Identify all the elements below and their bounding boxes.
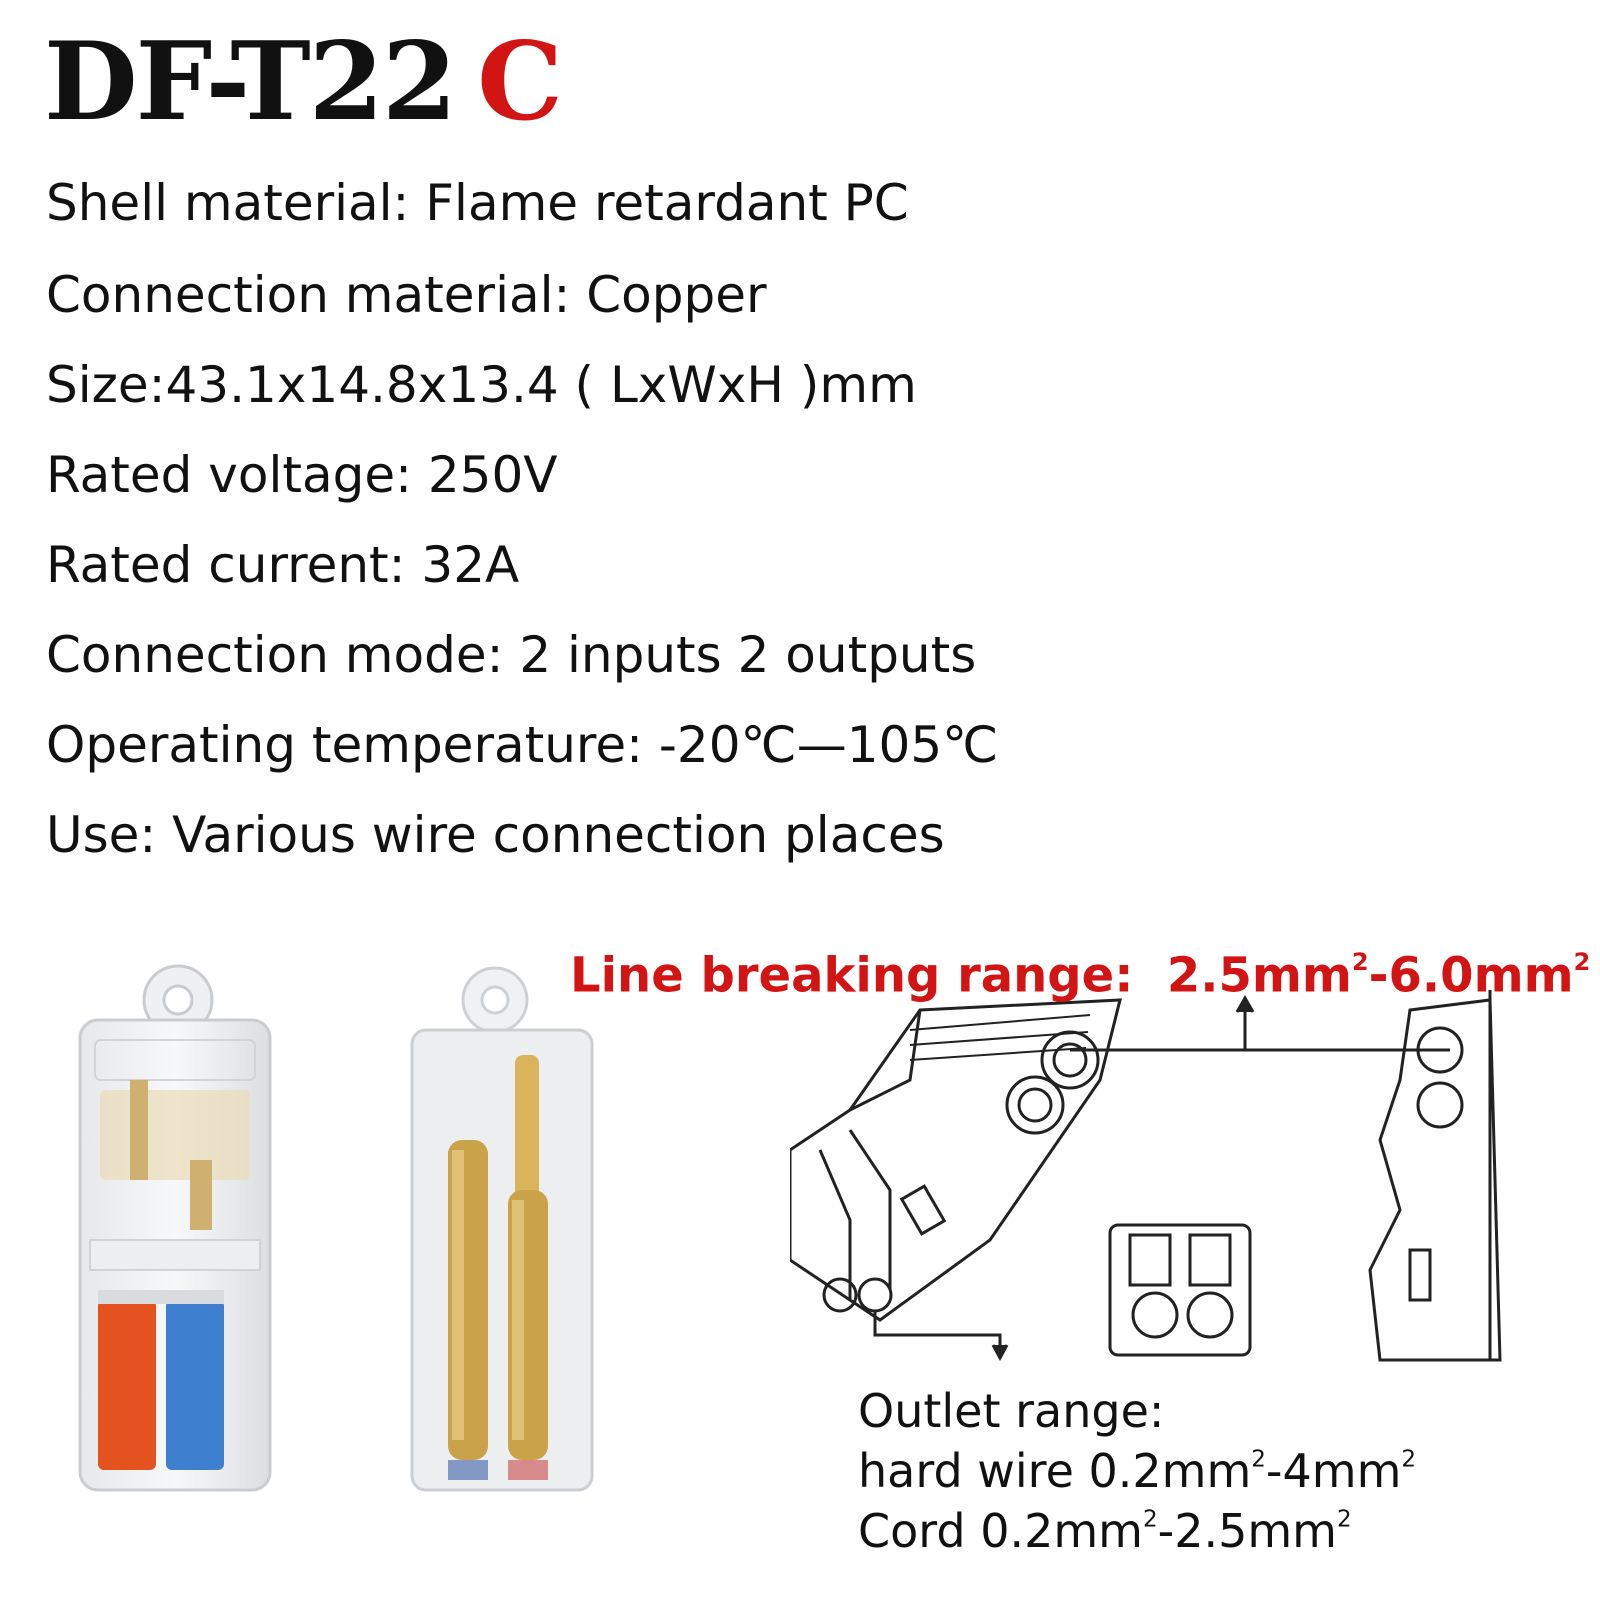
superscript: 2 (1251, 1446, 1266, 1473)
spec-rated-voltage: Rated voltage: 250V (46, 446, 558, 504)
product-model: DF-T22 (44, 19, 457, 145)
hard-wire-high: 4mm (1282, 1444, 1402, 1498)
line-breaking-low: 2.5mm (1166, 947, 1352, 1004)
connector-technical-drawing (790, 990, 1502, 1362)
spec-use: Use: Various wire connection places (46, 806, 945, 864)
line-breaking-high: 6.0mm (1388, 947, 1574, 1004)
spec-shell-material: Shell material: Flame retardant PC (46, 174, 909, 232)
spec-operating-temperature: Operating temperature: -20℃—105℃ (46, 716, 999, 774)
outlet-hard-wire: hard wire 0.2mm2-4mm2 (858, 1444, 1417, 1498)
outlet-cord: Cord 0.2mm2-2.5mm2 (858, 1504, 1352, 1558)
superscript: 2 (1573, 948, 1591, 976)
spec-connection-mode: Connection mode: 2 inputs 2 outputs (46, 626, 977, 684)
outlet-range-title: Outlet range: (858, 1384, 1165, 1438)
spec-connection-material: Connection material: Copper (46, 266, 767, 324)
superscript: 2 (1142, 1506, 1158, 1533)
connector-photo-terminals (410, 966, 594, 1492)
line-breaking-label: Line breaking range: (570, 947, 1134, 1004)
spec-size: Size:43.1x14.8x13.4 ( LxWxH )mm (46, 356, 917, 414)
line-breaking-range: Line breaking range: 2.5mm2-6.0mm2 (570, 947, 1591, 1004)
hard-wire-low: hard wire 0.2mm (858, 1444, 1252, 1498)
spec-rated-current: Rated current: 32A (46, 536, 520, 594)
superscript: 2 (1401, 1446, 1417, 1473)
superscript: 2 (1337, 1506, 1352, 1533)
connector-photo-levers (78, 964, 272, 1492)
superscript: 2 (1351, 948, 1369, 976)
product-suffix: C (477, 19, 563, 145)
cord-low: Cord 0.2mm (858, 1504, 1143, 1558)
cord-high: 2.5mm (1174, 1504, 1337, 1558)
